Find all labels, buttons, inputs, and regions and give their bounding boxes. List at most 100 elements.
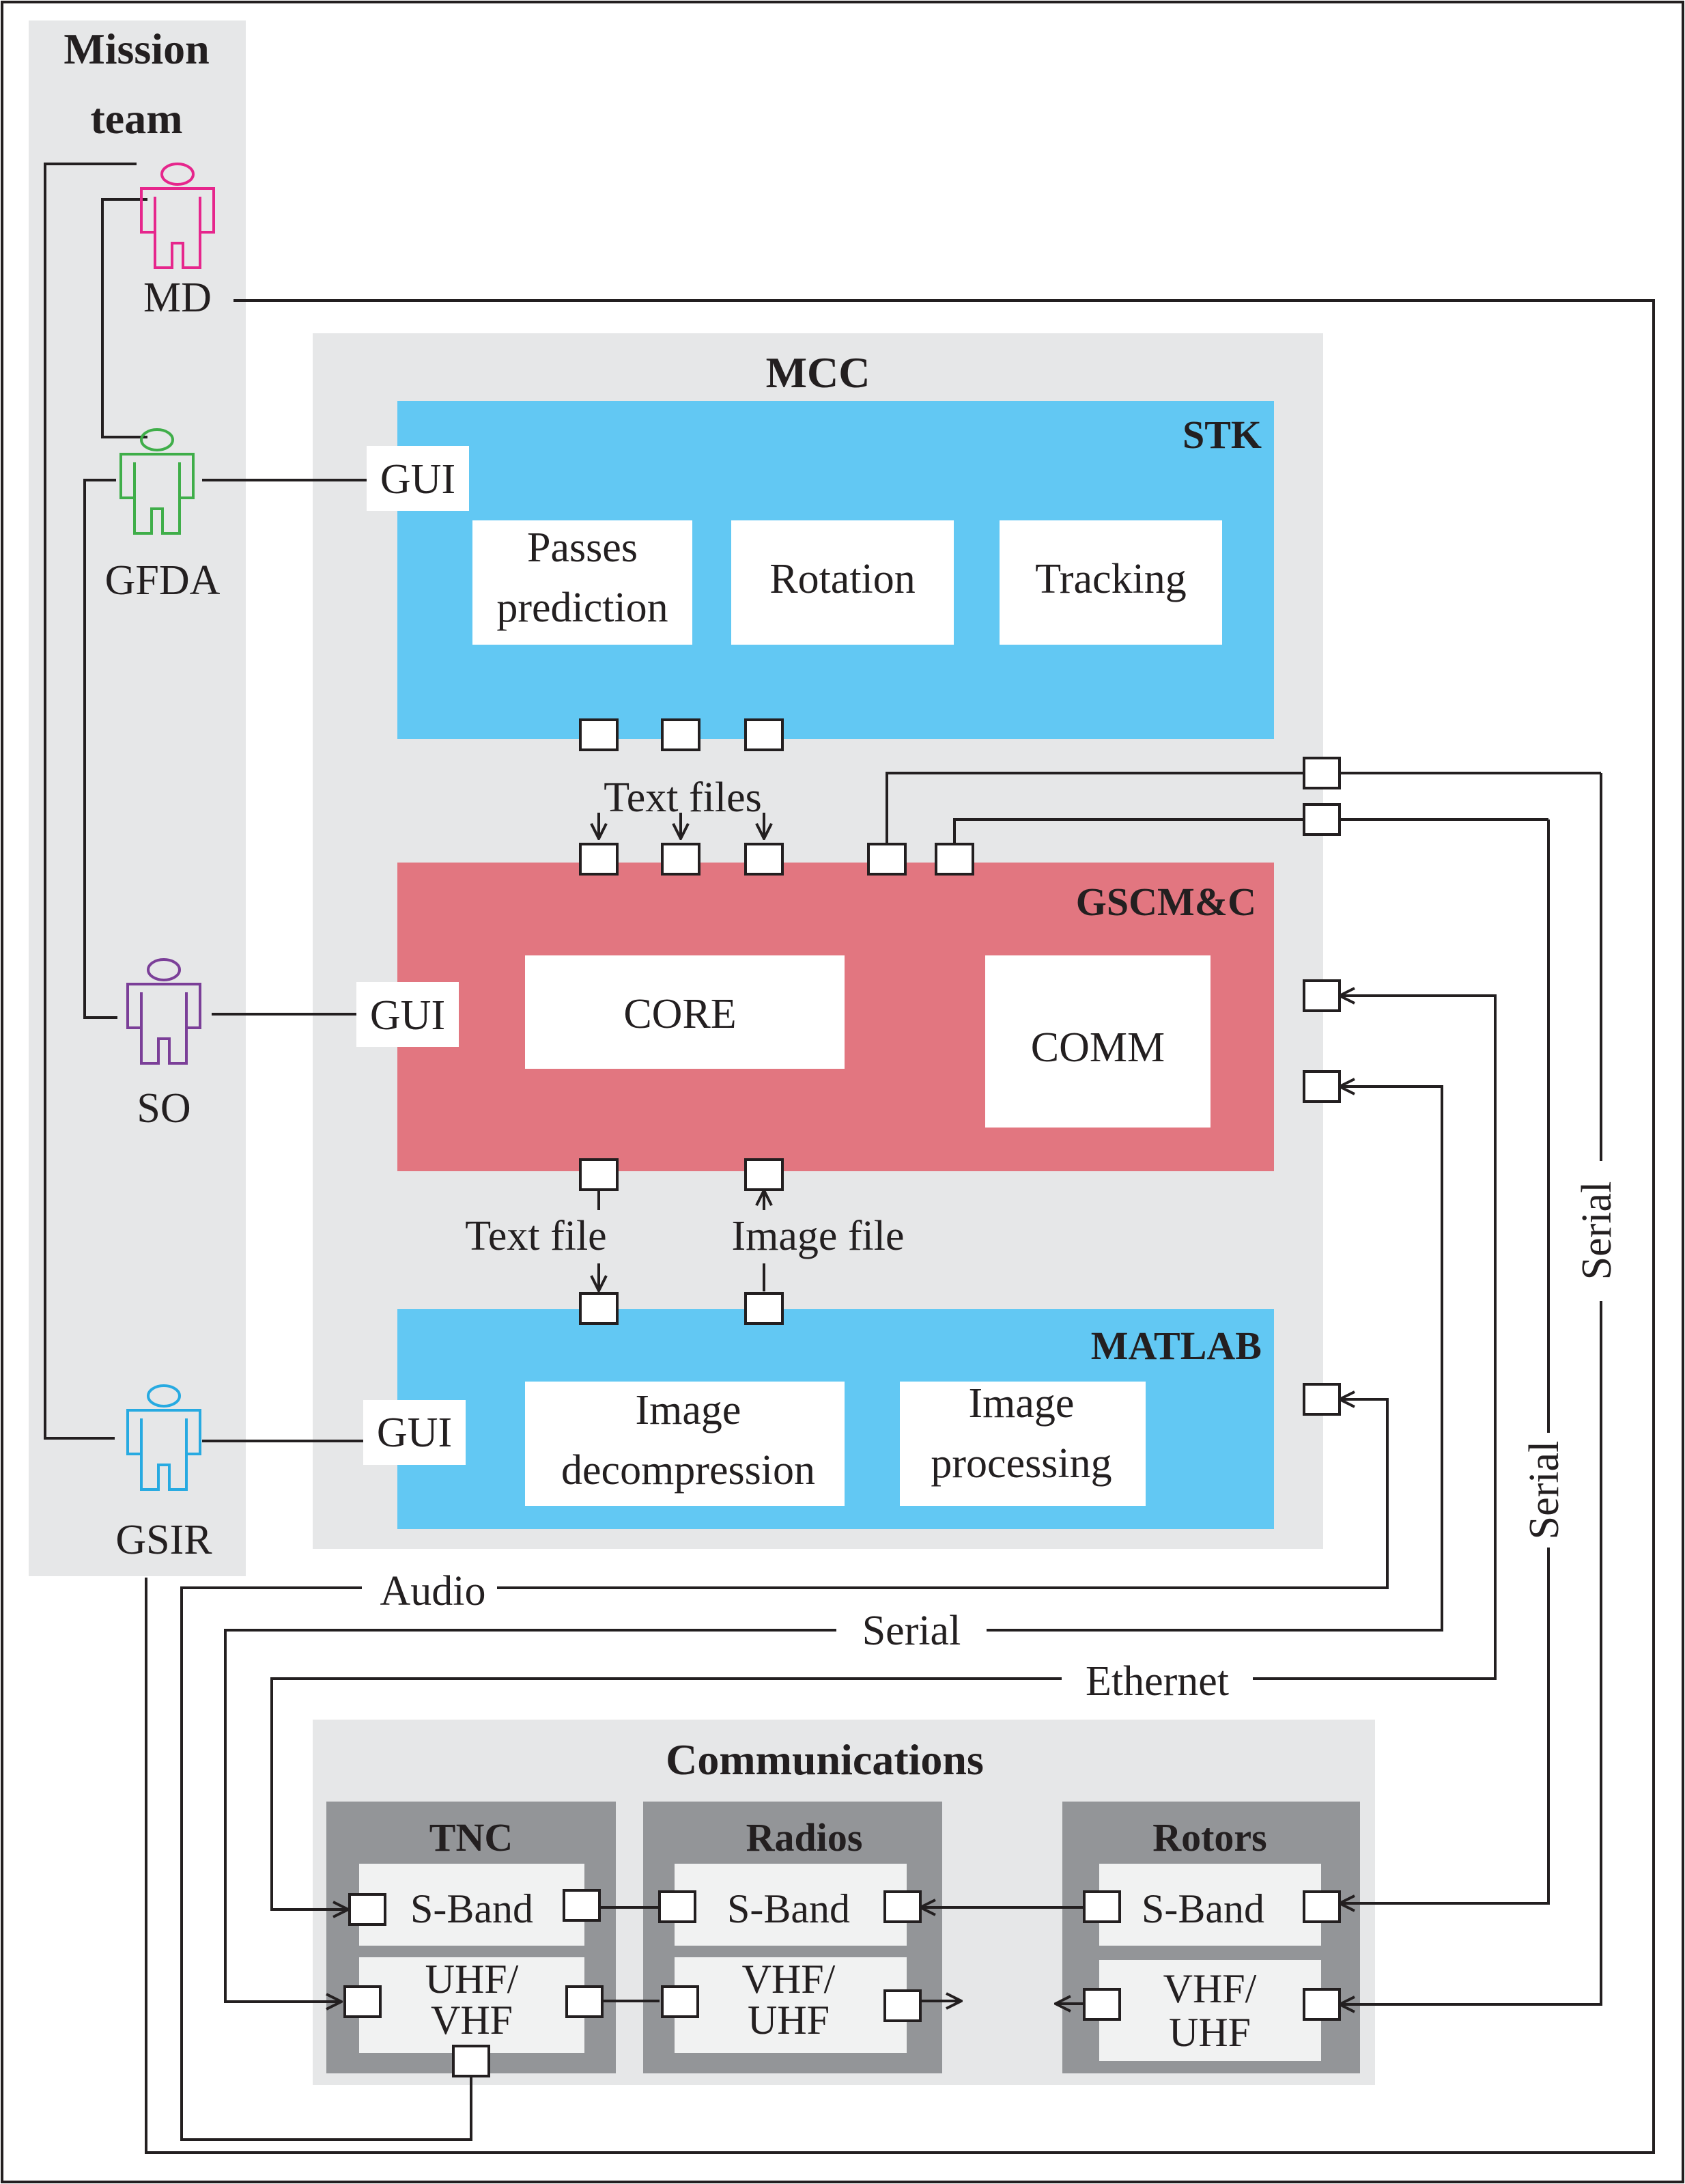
gscmc-title: GSCM&C <box>1076 880 1256 924</box>
radios-sband-port-right <box>883 1890 922 1923</box>
core-label: CORE <box>623 991 736 1037</box>
stk-port-1 <box>579 718 619 751</box>
text-file-label: Text file <box>465 1213 606 1259</box>
comm-label: COMM <box>1031 1024 1165 1071</box>
gscmc-gui-label: GUI <box>370 992 445 1039</box>
gscmc-port-2 <box>661 843 700 876</box>
passes-prediction-label-line1: Passes <box>527 524 638 571</box>
core-box <box>525 955 845 1069</box>
rotors-vhf-port-left <box>1083 1988 1121 2021</box>
matlab-gui-box <box>363 1400 466 1465</box>
passes-prediction-box <box>472 520 692 645</box>
tnc-uhf-port-right <box>565 1985 604 2018</box>
rotation-box <box>731 520 954 645</box>
gsir-label: GSIR <box>115 1517 212 1563</box>
tracking-box <box>1000 520 1222 645</box>
image-decompression-box <box>525 1382 845 1506</box>
tnc-sband-port-left <box>348 1893 386 1926</box>
mission-team-panel <box>29 20 246 1576</box>
image-file-label: Image file <box>731 1213 904 1259</box>
tracking-label: Tracking <box>1035 556 1187 602</box>
rotors-sband-port-left <box>1083 1890 1121 1923</box>
mcc-title: MCC <box>766 348 870 397</box>
tnc-uhf-vhf-label-line2: VHF <box>431 1998 513 2043</box>
matlab-port-1 <box>579 1292 619 1325</box>
image-decompression-label-line1: Image <box>636 1387 741 1433</box>
radios-sband-port-left <box>658 1890 696 1923</box>
image-decompression-label-line2: decompression <box>561 1447 815 1494</box>
stk-port-3 <box>744 718 784 751</box>
radios-vhf-port-left <box>661 1985 699 2018</box>
rotors-vhf-uhf-box <box>1099 1960 1321 2061</box>
image-processing-label-line2: processing <box>931 1440 1111 1487</box>
ethernet-label: Ethernet <box>1086 1658 1229 1705</box>
matlab-gui-label: GUI <box>377 1410 452 1456</box>
radios-vhf-uhf-label-line2: UHF <box>748 1998 830 2043</box>
comm-box <box>985 955 1210 1128</box>
mcc-right-port-5 <box>1303 1383 1341 1416</box>
connection-lines <box>44 163 1655 2154</box>
rotors-sband-box <box>1099 1864 1321 1946</box>
rotors-title: Rotors <box>1152 1815 1267 1860</box>
text-file-label-bg <box>451 1210 621 1262</box>
gscmc-bottom-port-2 <box>744 1158 784 1191</box>
so-label: SO <box>137 1085 190 1132</box>
rotors-sband-label: S-Band <box>1142 1886 1264 1931</box>
gscmc-port-5 <box>935 843 974 876</box>
text-files-label-bg <box>589 765 773 813</box>
stk-gui-label: GUI <box>380 456 455 503</box>
gscmc-port-3 <box>744 843 784 876</box>
mcc-right-port-3 <box>1303 979 1341 1012</box>
gscmc-gui-box <box>356 982 459 1047</box>
radios-vhf-uhf-label-line1: VHF/ <box>742 1957 836 2002</box>
matlab-title: MATLAB <box>1091 1324 1262 1368</box>
passes-prediction-label-line2: prediction <box>496 585 668 631</box>
mcc-right-port-1 <box>1303 757 1341 789</box>
image-processing-box <box>900 1382 1146 1506</box>
gscmc-port-1 <box>579 843 619 876</box>
tnc-sband-label: S-Band <box>410 1886 533 1931</box>
mcc-right-port-4 <box>1303 1070 1341 1103</box>
text-files-label: Text files <box>604 774 762 821</box>
rotation-label: Rotation <box>769 556 916 602</box>
gfda-person-icon <box>119 428 195 535</box>
gscmc-port-4 <box>867 843 907 876</box>
radios-sband-box <box>675 1864 907 1946</box>
serial-vertical-outer-label: Serial <box>1574 1181 1620 1280</box>
audio-label: Audio <box>380 1568 486 1614</box>
gfda-label: GFDA <box>105 557 221 604</box>
radios-title: Radios <box>746 1815 863 1860</box>
stk-gui-box <box>367 446 469 511</box>
image-file-label-bg <box>714 1210 920 1262</box>
tnc-title: TNC <box>429 1815 513 1860</box>
serial-vertical-inner-label: Serial <box>1521 1441 1568 1540</box>
serial-label: Serial <box>862 1608 961 1654</box>
rotors-vhf-port-right <box>1303 1988 1341 2021</box>
rotors-vhf-uhf-label-line2: UHF <box>1169 2010 1251 2055</box>
radios-vhf-port-right <box>883 1989 922 2022</box>
stk-port-2 <box>661 718 700 751</box>
mcc-right-port-2 <box>1303 803 1341 836</box>
matlab-port-2 <box>744 1292 784 1325</box>
md-label: MD <box>143 275 212 321</box>
md-person-icon <box>140 163 215 269</box>
tnc-sband-box <box>359 1864 584 1946</box>
so-person-icon <box>126 958 201 1065</box>
rotors-sband-port-right <box>1303 1890 1341 1923</box>
tnc-uhf-vhf-label-line1: UHF/ <box>425 1957 519 2002</box>
gsir-person-icon <box>126 1384 201 1491</box>
mission-team-title-line2: team <box>90 94 182 143</box>
tnc-uhf-vhf-box <box>359 1957 584 2053</box>
mission-team-title-line1: Mission <box>63 25 209 73</box>
rotors-vhf-uhf-label-line1: VHF/ <box>1163 1966 1257 2011</box>
radios-vhf-uhf-box <box>675 1957 907 2053</box>
tnc-sband-port-right <box>563 1889 601 1922</box>
image-processing-label-line1: Image <box>969 1380 1075 1427</box>
ports <box>343 718 1341 2077</box>
gscmc-bottom-port-1 <box>579 1158 619 1191</box>
communications-title: Communications <box>666 1735 984 1784</box>
radios-sband-label: S-Band <box>727 1886 850 1931</box>
tnc-uhf-port-left <box>343 1985 382 2018</box>
stk-title: STK <box>1183 412 1262 457</box>
